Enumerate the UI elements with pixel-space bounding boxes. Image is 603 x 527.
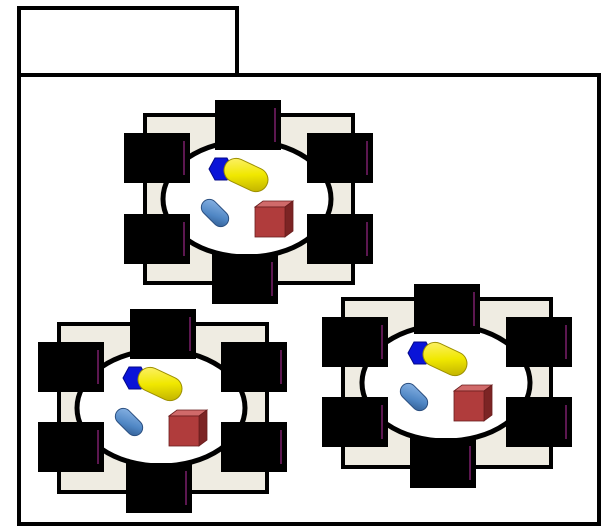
pod-bottom-right <box>322 284 572 488</box>
pod-block <box>307 214 373 264</box>
pod-block <box>322 397 388 447</box>
cube-icon <box>253 200 295 238</box>
pod-block <box>322 317 388 367</box>
pod-top <box>124 100 373 304</box>
cube-icon <box>167 409 209 447</box>
cylinder-icon <box>114 407 144 437</box>
cylinder-icon <box>399 382 429 412</box>
pod-block <box>414 284 480 334</box>
pod-block <box>212 254 278 304</box>
pod-block <box>410 438 476 488</box>
package-tab <box>17 6 239 77</box>
pod-block <box>221 422 287 472</box>
cylinder-icon <box>200 198 230 228</box>
pods-layer <box>38 100 572 513</box>
pod-block <box>126 463 192 513</box>
pod-block <box>221 342 287 392</box>
pod-block <box>307 133 373 183</box>
pod-block <box>38 342 104 392</box>
pod-block <box>130 309 196 359</box>
capsule-icon <box>422 341 468 377</box>
pod-block <box>124 214 190 264</box>
pod-block <box>38 422 104 472</box>
pod-block <box>506 397 572 447</box>
pod-block <box>215 100 281 150</box>
pod-bottom-left <box>38 309 287 513</box>
pod-block <box>124 133 190 183</box>
pod-block <box>506 317 572 367</box>
cube-icon <box>452 384 494 422</box>
capsule-icon <box>223 157 269 193</box>
capsule-icon <box>137 366 183 402</box>
